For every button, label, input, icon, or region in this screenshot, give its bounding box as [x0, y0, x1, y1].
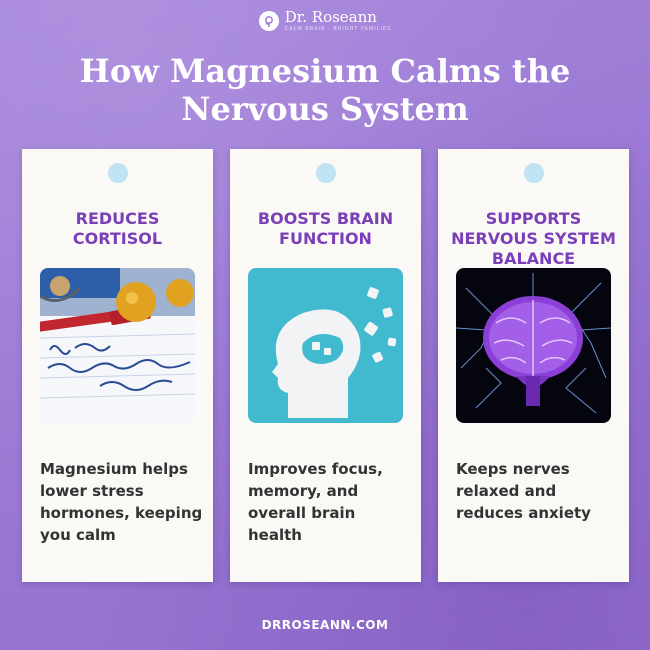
card-description: Keeps nerves relaxed and reduces anxiety	[456, 460, 591, 522]
card-title: BOOSTS BRAIN FUNCTION	[257, 209, 394, 248]
brand-logo[interactable]: Dr. Roseann CALM BRAIN · BRIGHT FAMILIES	[0, 10, 650, 32]
tag-hole	[108, 163, 128, 183]
tag-hole	[524, 163, 544, 183]
card-title: SUPPORTS NERVOUS SYSTEM BALANCE	[451, 209, 616, 268]
card-supports-nervous-system-balance: SUPPORTS NERVOUS SYSTEM BALANCE	[438, 149, 629, 582]
card-description: Magnesium helps lower stress hormones, k…	[40, 460, 203, 544]
glowing-brain-photo	[456, 268, 611, 423]
rose-logo-icon	[258, 11, 279, 31]
card-reduces-cortisol: REDUCES CORTISOL Magnesium	[22, 149, 213, 582]
brand-tagline: CALM BRAIN · BRIGHT FAMILIES	[284, 26, 392, 32]
brand-name: Dr. Roseann	[284, 8, 377, 26]
page-title: How Magnesium Calms the Nervous System	[79, 52, 571, 128]
footer-website[interactable]: DRROSEANN.COM	[261, 618, 389, 632]
card-boosts-brain-function: BOOSTS BRAIN FUNCTION Improves focus, me…	[230, 149, 421, 582]
card-description: Improves focus, memory, and overall brai…	[248, 460, 383, 544]
card-title: REDUCES CORTISOL	[72, 209, 163, 248]
puzzle-head-photo	[248, 268, 403, 423]
cortisol-note-photo	[40, 268, 195, 423]
tag-hole	[316, 163, 336, 183]
